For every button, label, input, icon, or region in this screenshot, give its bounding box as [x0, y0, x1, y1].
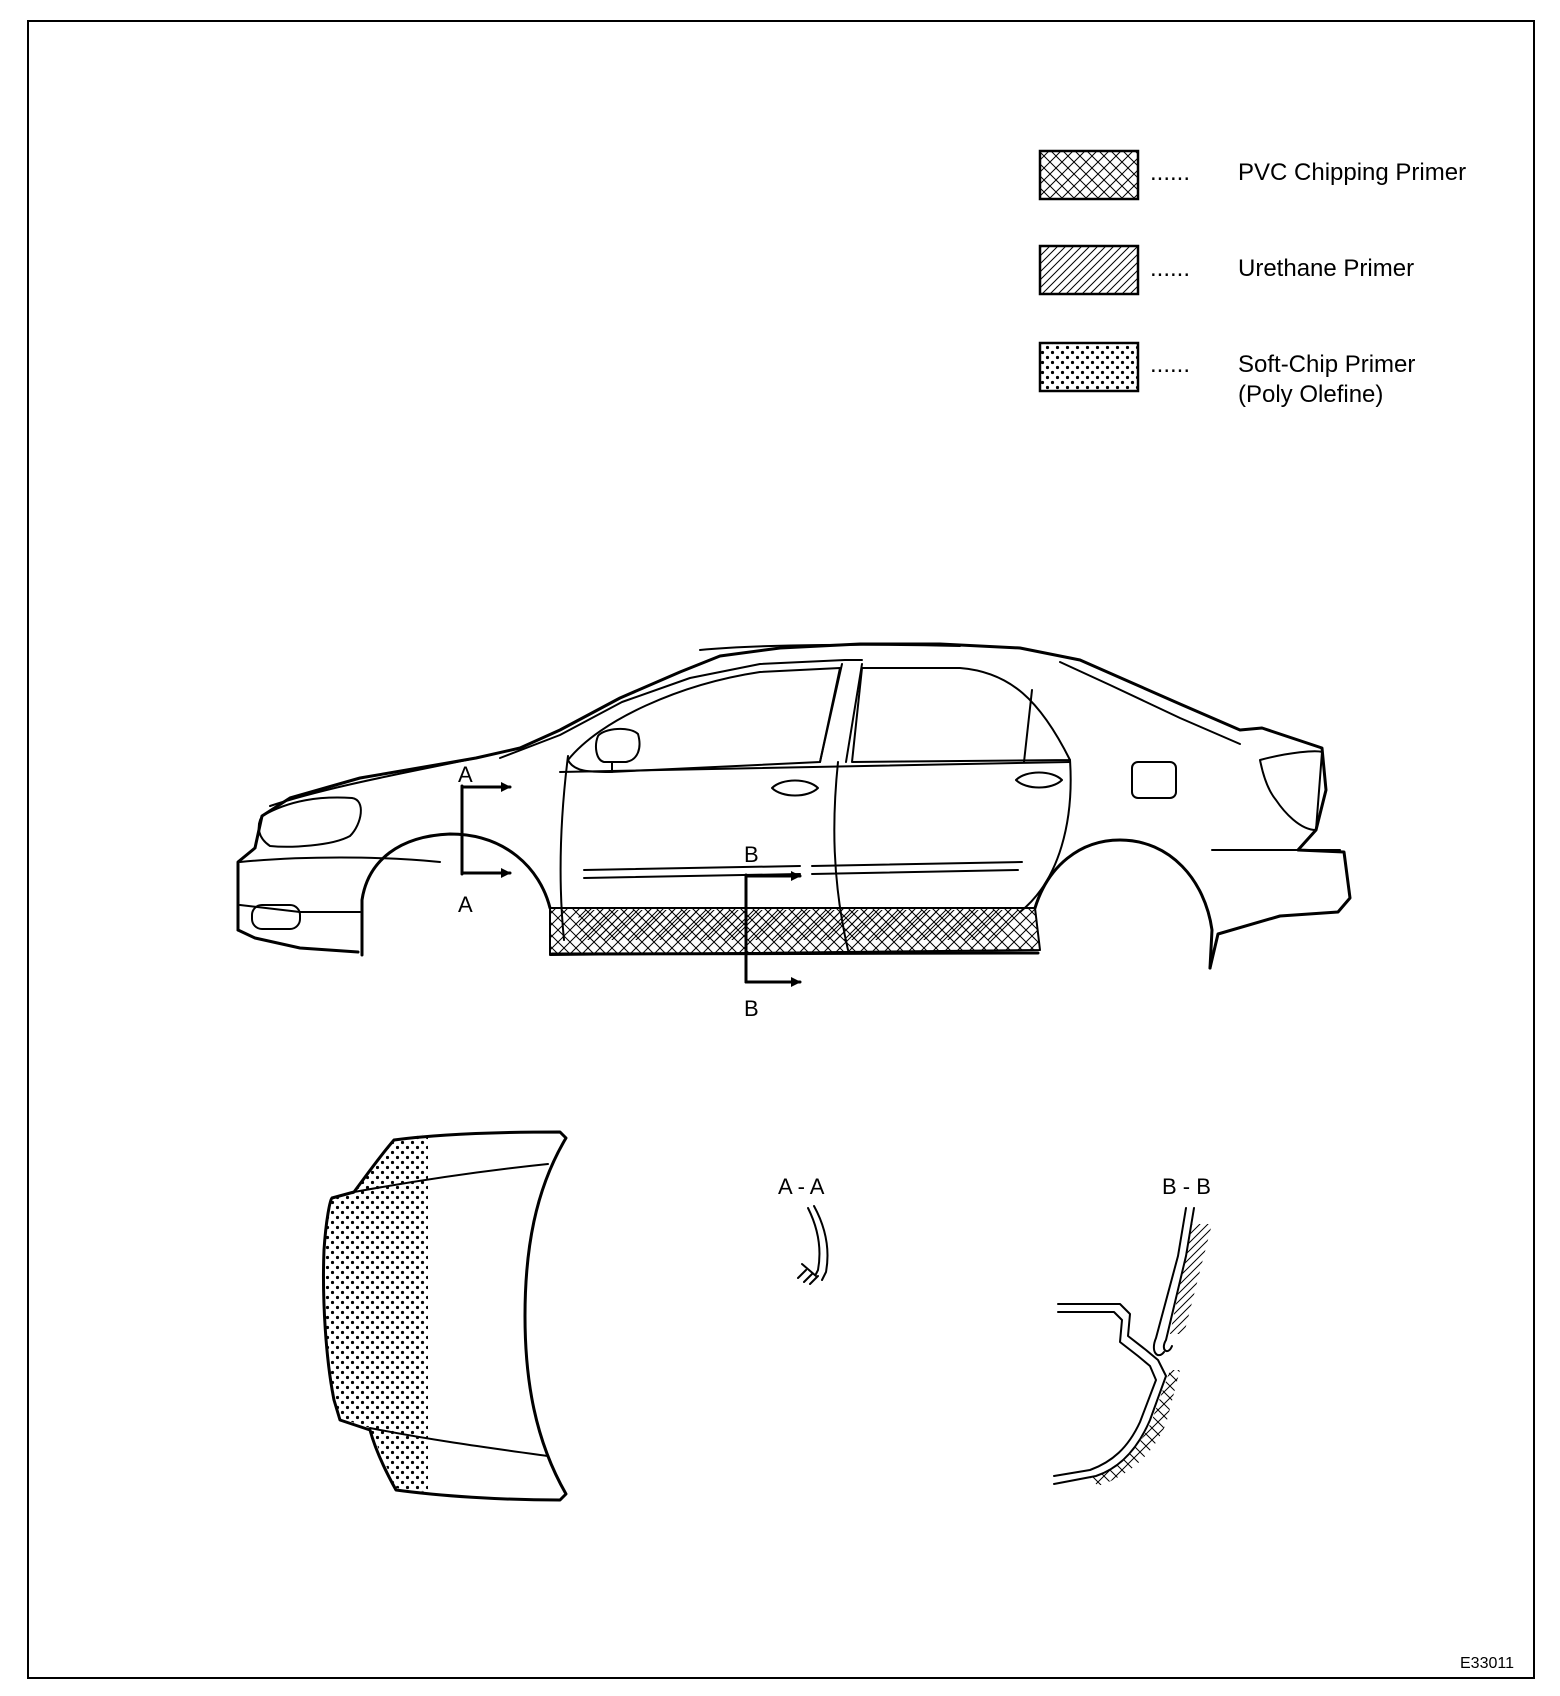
door-gap [833, 761, 849, 951]
bumper-line [239, 856, 441, 863]
fuel-door [1131, 761, 1177, 799]
section-b-label-top: B [744, 842, 759, 867]
section-b-marker: B B [744, 842, 802, 1021]
rocker-bottom-edge [550, 951, 1040, 956]
legend-label-secondary: (Poly Olefine) [1238, 381, 1383, 408]
diagonal-hatch-swatch [1038, 244, 1140, 296]
legend-item-pvc-chipping-primer: ...... PVC Chipping Primer [1038, 149, 1466, 201]
section-b-b-door-outer [1152, 1207, 1187, 1357]
section-b-b-view: B - B [1053, 1174, 1212, 1486]
rocker-urethane-coating [578, 910, 1022, 940]
legend-label: PVC Chipping Primer [1238, 159, 1466, 186]
fog-lamp [251, 904, 301, 930]
legend-dots: ...... [1150, 159, 1190, 186]
headlamp [257, 796, 362, 848]
front-door-handle [771, 779, 819, 797]
front-door-front-edge [559, 755, 569, 941]
rear-door-handle [1015, 771, 1063, 789]
car-side-view: A A B B [236, 642, 1352, 1021]
section-a-marker: A A [458, 762, 512, 917]
legend-dots: ...... [1150, 255, 1190, 282]
hood-outline [321, 1130, 568, 1502]
b-pillar [819, 663, 863, 763]
hood-view [321, 1130, 568, 1502]
hood-edge [269, 757, 477, 807]
figure-id: E33011 [1460, 1655, 1514, 1672]
dotted-swatch [1038, 341, 1140, 393]
hood-soft-chip-area [323, 1133, 428, 1492]
legend-item-soft-chip-primer: ...... Soft-Chip Primer (Poly Olefine) [1038, 341, 1415, 408]
side-mirror [595, 728, 641, 763]
front-bumper-lower [236, 928, 360, 954]
belt-line [559, 761, 1071, 773]
section-b-b-title: B - B [1162, 1174, 1211, 1199]
section-b-b-door-inner [1162, 1207, 1195, 1353]
rear-door-window [851, 667, 1071, 763]
legend: ...... PVC Chipping Primer ...... Uretha… [1038, 149, 1466, 408]
legend-label: Urethane Primer [1238, 255, 1414, 282]
legend-dots: ...... [1150, 351, 1190, 378]
rear-wheel-arch [1033, 838, 1214, 970]
crosshatch-swatch [1038, 149, 1140, 201]
rocker-outline [549, 907, 1041, 956]
section-b-b-urethane-layer [1170, 1224, 1212, 1334]
hood-lower-crease [369, 1427, 549, 1457]
section-a-label-bottom: A [458, 892, 473, 917]
legend-item-urethane-primer: ...... Urethane Primer [1038, 244, 1414, 296]
diagram-frame [27, 20, 1535, 1679]
quarter-glass-divider [1023, 689, 1033, 763]
car-body-outline [236, 642, 1352, 970]
rear-door-rear-edge [1019, 759, 1072, 913]
roof-line [699, 643, 961, 651]
section-a-a-panel-inner [813, 1205, 829, 1281]
front-door-window [567, 667, 841, 773]
tail-lamp [1259, 750, 1323, 831]
section-b-label-bottom: B [744, 996, 759, 1021]
section-a-a-title: A - A [778, 1174, 825, 1199]
windshield-edge [499, 659, 863, 759]
section-a-label-top: A [458, 762, 473, 787]
section-b-b-pvc-layer [1090, 1370, 1180, 1486]
section-b-b-rocker-outer [1053, 1303, 1167, 1485]
section-a-a-hatch [797, 1263, 819, 1285]
section-a-a-view: A - A [778, 1174, 829, 1285]
front-wheel-arch [360, 832, 552, 957]
hood-upper-crease [353, 1163, 549, 1193]
section-a-a-panel-outer [807, 1207, 821, 1275]
section-b-b-rocker-inner [1053, 1311, 1157, 1477]
side-molding [583, 861, 1023, 871]
legend-label: Soft-Chip Primer [1238, 351, 1415, 378]
rear-glass-edge [1059, 661, 1241, 745]
